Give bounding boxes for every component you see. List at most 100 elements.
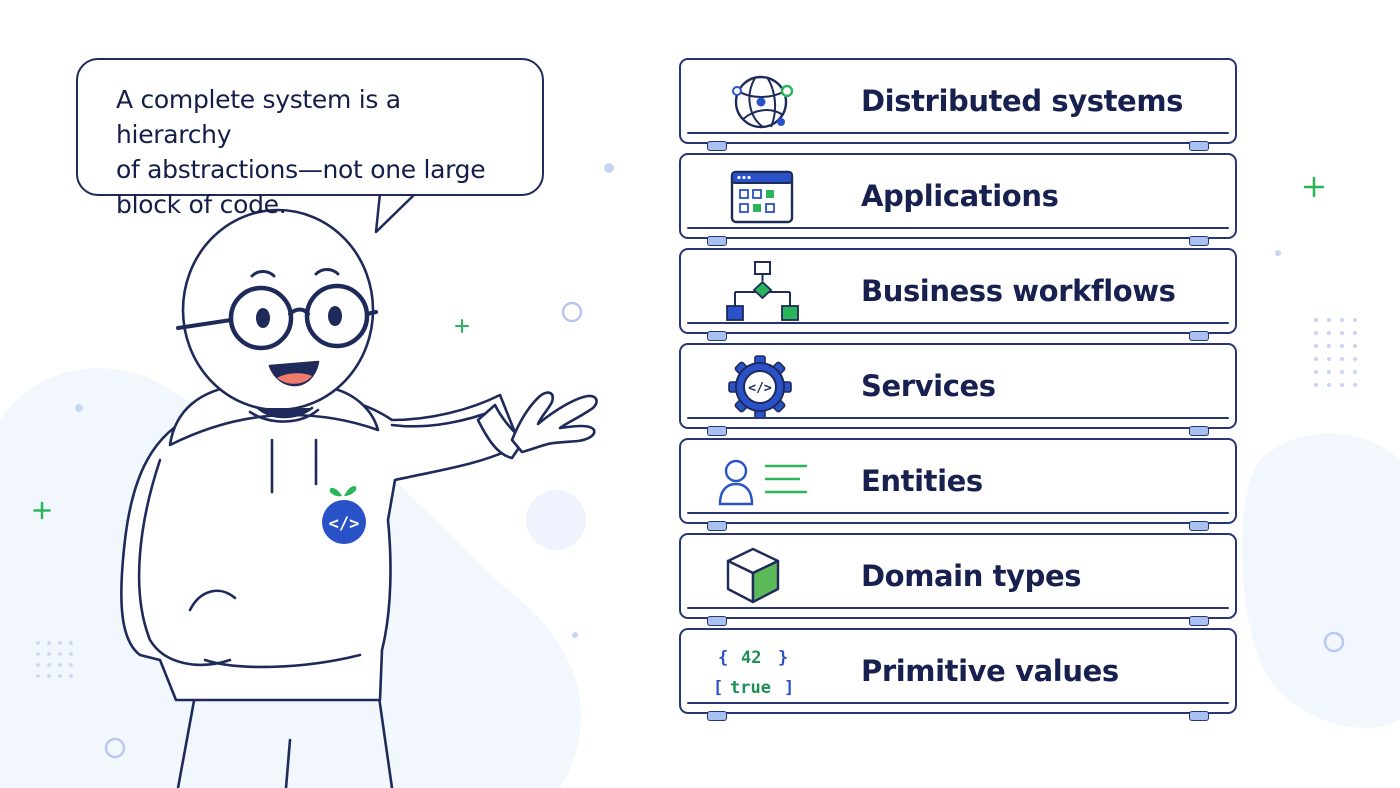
gear-code-icon: </> [728, 355, 792, 419]
layer-foot [1189, 331, 1209, 341]
dot-grid-decoration [36, 641, 73, 678]
developer-character: </> [120, 208, 598, 788]
drawstrings [270, 438, 318, 494]
grid-dot [36, 663, 40, 667]
dot-decoration [572, 632, 578, 638]
grid-dot [1327, 331, 1331, 335]
background-blob-small [526, 490, 586, 550]
grid-dot [1314, 344, 1318, 348]
number-value: 42 [741, 648, 761, 668]
square-bracket-open: [ [713, 678, 723, 698]
grid-dot [69, 674, 73, 678]
workflow-flowchart-icon [726, 261, 799, 321]
plus-decoration [33, 176, 1325, 520]
layer-primitive-values: { 42 } [ true ] Primitive values [679, 628, 1237, 721]
grid-dot [47, 652, 51, 656]
service-code-symbol: </> [748, 381, 772, 396]
layer-label: Entities [861, 464, 983, 498]
layer-foot [1189, 521, 1209, 531]
grid-dot [1314, 370, 1318, 374]
pupil-right [328, 306, 342, 326]
badge-leaf-left [329, 487, 342, 497]
grid-dot [36, 641, 40, 645]
grid-dot [58, 674, 62, 678]
layer-foot [707, 331, 727, 341]
speech-bubble-text: A complete system is a hierarchy of abst… [116, 85, 486, 219]
grid-dot [1327, 357, 1331, 361]
ring-decoration [1323, 631, 1345, 653]
grid-dot [1327, 383, 1331, 387]
layer-distributed-systems: Distributed systems [679, 58, 1237, 151]
speech-bubble-tail [374, 192, 417, 234]
grid-dot [1314, 383, 1318, 387]
grid-dot [47, 663, 51, 667]
grid-dot [1353, 318, 1357, 322]
grid-dot [69, 641, 73, 645]
open-hand [510, 391, 598, 454]
square-bracket-close: ] [784, 678, 794, 698]
grid-dot [1314, 331, 1318, 335]
code-badge: </> [322, 486, 366, 544]
grid-dot [1340, 331, 1344, 335]
ring-decoration [561, 301, 583, 323]
layer-foot [707, 426, 727, 436]
grid-dot [1340, 344, 1344, 348]
layer-services: </> Services [679, 343, 1237, 436]
grid-dot [1353, 383, 1357, 387]
layer-label: Applications [861, 179, 1059, 213]
layer-foot [707, 616, 727, 626]
grid-dot [1340, 370, 1344, 374]
grid-dot [58, 663, 62, 667]
grid-dot [1327, 318, 1331, 322]
grid-dot [58, 652, 62, 656]
layer-entities: Entities [679, 438, 1237, 531]
network-globe-icon [732, 75, 794, 129]
character-legs [176, 688, 394, 788]
layer-label: Domain types [861, 559, 1082, 593]
grid-dot [36, 674, 40, 678]
tongue [277, 373, 312, 384]
badge-circle [322, 500, 366, 544]
grid-dot [69, 663, 73, 667]
grid-dot [1314, 318, 1318, 322]
layer-applications: Applications [679, 153, 1237, 246]
layer-label: Services [861, 369, 996, 403]
dot-grid-decoration [1314, 318, 1357, 387]
curly-bracket-open: { [718, 648, 728, 668]
layer-foot [1189, 711, 1209, 721]
grid-dot [1353, 357, 1357, 361]
background-blob-right [1241, 433, 1400, 728]
badge-code-symbol: </> [329, 514, 360, 534]
abstraction-stack: Distributed systems Applications [679, 58, 1237, 723]
user-entity-icon [718, 459, 808, 506]
grid-dot [36, 652, 40, 656]
layer-foot [1189, 141, 1209, 151]
layer-foot [1189, 426, 1209, 436]
layer-foot [707, 521, 727, 531]
grid-dot [1314, 357, 1318, 361]
cube-icon [726, 547, 780, 604]
layer-foot [707, 141, 727, 151]
dot-decoration [604, 163, 614, 173]
grid-dot [1327, 344, 1331, 348]
layer-business-workflows: Business workflows [679, 248, 1237, 341]
curly-bracket-close: } [778, 648, 788, 668]
glasses-bridge [176, 307, 378, 330]
boolean-value: true [730, 678, 771, 698]
grid-dot [47, 674, 51, 678]
grid-dot [58, 641, 62, 645]
hoodie-collar [248, 408, 320, 423]
layer-label: Business workflows [861, 274, 1176, 308]
layer-label: Distributed systems [861, 84, 1184, 118]
layer-label: Primitive values [861, 654, 1119, 688]
grid-dot [69, 652, 73, 656]
grid-dot [1353, 370, 1357, 374]
grid-dot [1340, 318, 1344, 322]
left-arm [137, 458, 232, 667]
pupil-left [256, 308, 270, 328]
layer-foot [1189, 616, 1209, 626]
neck [256, 406, 314, 419]
eyebrows [250, 268, 340, 278]
dot-decoration [1275, 250, 1281, 256]
